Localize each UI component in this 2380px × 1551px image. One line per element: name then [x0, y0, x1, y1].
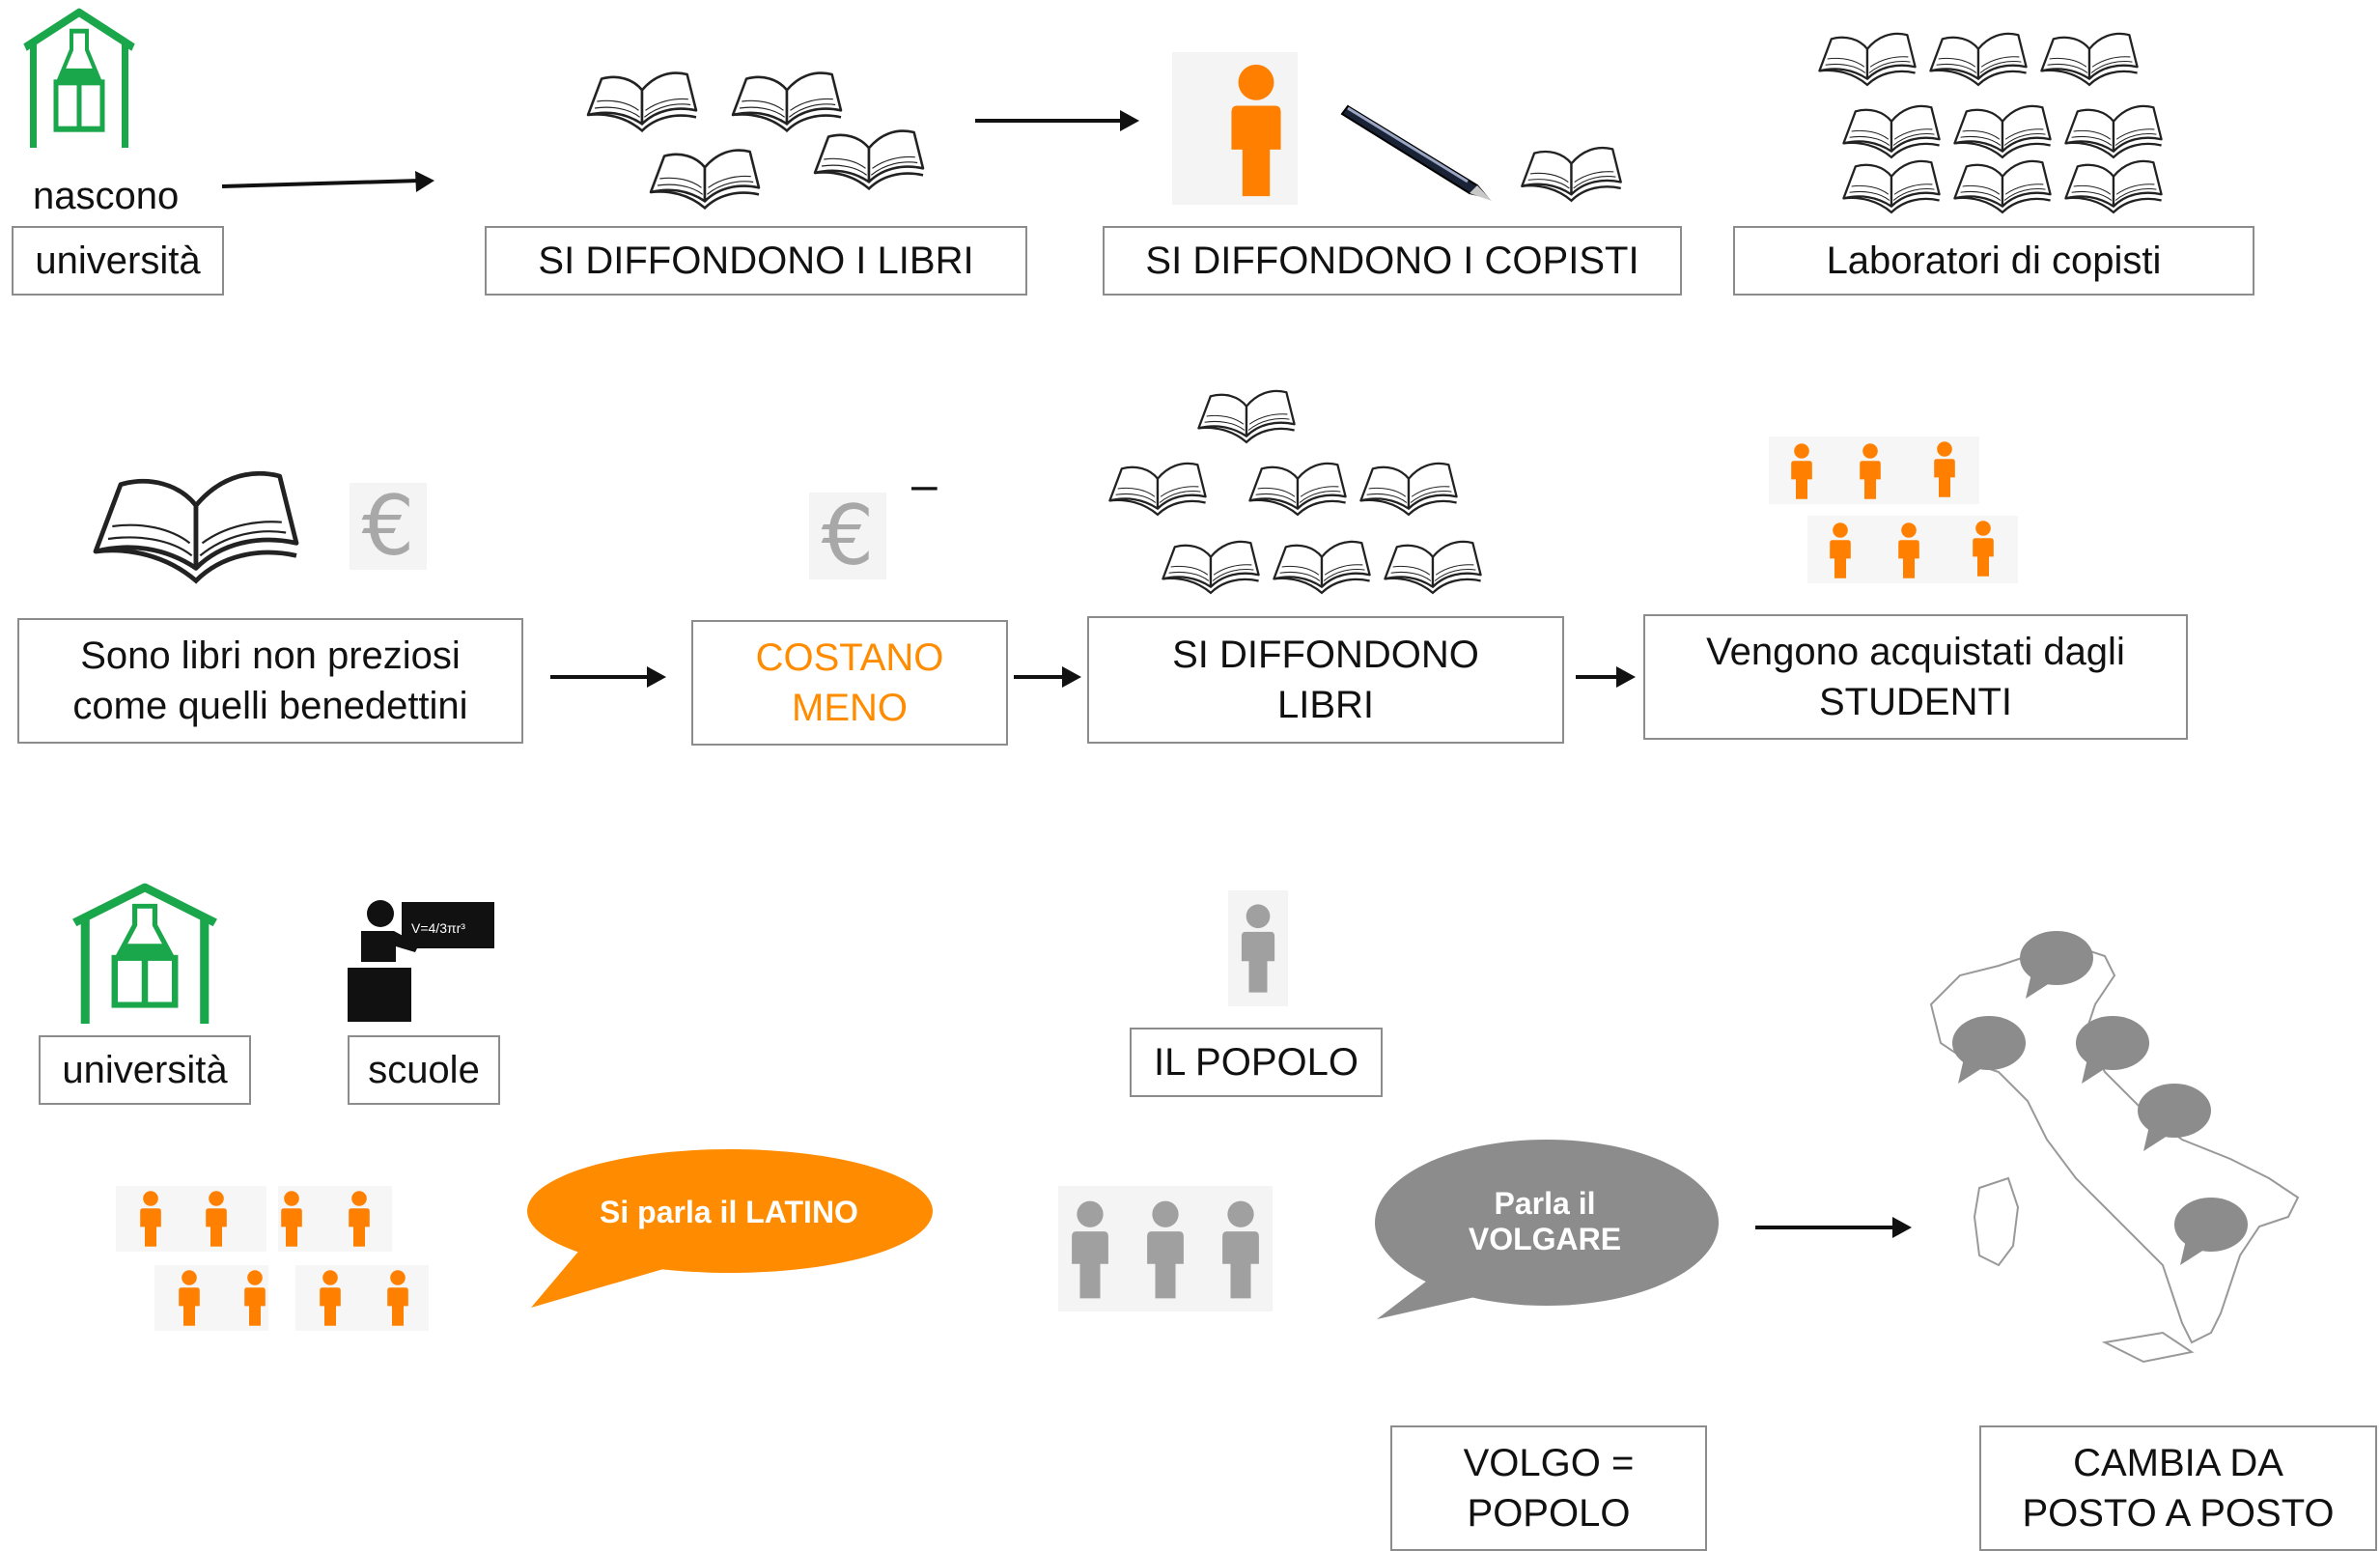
book-icon [1921, 29, 2035, 89]
speech-bubble-icon [527, 1149, 933, 1308]
meno-line: MENO [792, 687, 908, 729]
universita-box-2: università [39, 1035, 251, 1105]
universita-box: università [12, 226, 224, 296]
person-icon [1228, 62, 1284, 199]
book-icon [75, 464, 317, 589]
person-icon [1933, 440, 1956, 498]
book-icon [1810, 29, 1924, 89]
costano-meno-box: COSTANO MENO [691, 620, 1008, 746]
copisti-box: SI DIFFONDONO I COPISTI [1103, 226, 1682, 296]
latino-prefix: Si parla il [600, 1194, 746, 1229]
speech-bubble-icon [2138, 1084, 2211, 1151]
cambia-box: CAMBIA DA POSTO A POSTO [1979, 1425, 2377, 1551]
book-icon [1265, 537, 1379, 597]
person-icon [1790, 442, 1813, 500]
person-icon [386, 1269, 409, 1327]
book-icon [2057, 156, 2170, 216]
non-preziosi-box: Sono libri non preziosi come quelli bene… [17, 618, 523, 744]
person-icon [1220, 1198, 1261, 1302]
person-icon [205, 1190, 228, 1248]
book-icon [1154, 537, 1268, 597]
book-icon [1190, 386, 1303, 446]
latino-bubble-text: Si parla il LATINO [541, 1172, 917, 1252]
laboratori-box: Laboratori di copisti [1733, 226, 2254, 296]
speech-bubble-icon [2020, 931, 2093, 999]
popolo-line: POPOLO [1467, 1492, 1631, 1535]
speech-bubble-icon [2174, 1198, 2248, 1265]
arrow-icon [1576, 666, 1636, 688]
person-icon [1859, 442, 1882, 500]
volgare-line2: VOLGARE [1468, 1222, 1622, 1256]
volgare-line1: Parla il [1494, 1186, 1596, 1221]
volgare-bubble-text: Parla il VOLGARE [1400, 1159, 1690, 1284]
diffondono-libri-box: SI DIFFONDONO LIBRI [1087, 616, 1564, 744]
speech-bubble-icon [2076, 1016, 2149, 1084]
book-icon [1946, 101, 2059, 161]
latino-bold: LATINO [745, 1194, 858, 1229]
acquistati-box: Vengono acquistati dagli STUDENTI [1643, 614, 2188, 740]
person-icon [319, 1269, 342, 1327]
diffondono-line: SI DIFFONDONO [1172, 634, 1479, 676]
arrow-icon [550, 666, 666, 688]
person-icon [243, 1269, 266, 1327]
italy-map-icon [1929, 935, 2300, 1364]
euro-icon: € [350, 483, 427, 570]
popolo-box: IL POPOLO [1130, 1028, 1383, 1097]
book-icon [642, 145, 768, 212]
book-icon [1834, 101, 1948, 161]
book-icon [1834, 156, 1948, 216]
person-icon [1829, 522, 1852, 579]
arrow-icon [1014, 666, 1081, 688]
book-icon [2032, 29, 2146, 89]
arrow-icon [975, 110, 1139, 131]
person-icon [348, 1190, 371, 1248]
minus-sign: – [911, 460, 938, 511]
book-icon [1352, 459, 1466, 519]
posto-line: POSTO A POSTO [2022, 1492, 2335, 1535]
nascono-label: nascono [33, 175, 180, 217]
speech-bubble-icon [1952, 1016, 2026, 1084]
person-icon [1240, 900, 1276, 997]
book-icon [2057, 101, 2170, 161]
book-icon [1376, 537, 1490, 597]
scuole-box: scuole [348, 1035, 500, 1105]
blackboard-formula: V=4/3πr³ [411, 920, 465, 936]
studenti-line: STUDENTI [1819, 681, 2012, 723]
pen-icon [1340, 104, 1492, 201]
book-icon [1101, 459, 1215, 519]
speech-bubble-icon [1375, 1140, 1719, 1319]
euro-icon: € [809, 493, 886, 579]
libri-line: LIBRI [1276, 684, 1375, 726]
person-icon [1972, 520, 1995, 578]
book-icon [1241, 459, 1355, 519]
person-icon [178, 1269, 201, 1327]
person-icon [1070, 1198, 1110, 1302]
person-icon [280, 1190, 303, 1248]
person-icon [1897, 522, 1920, 579]
cambia-line: CAMBIA DA [2073, 1442, 2283, 1484]
person-icon [1145, 1198, 1186, 1302]
university-icon [21, 8, 137, 148]
teacher-icon: V=4/3πr³ [348, 900, 494, 1022]
person-icon [139, 1190, 162, 1248]
arrow-icon [221, 171, 434, 192]
book-icon [806, 126, 932, 193]
volgo-popolo-box: VOLGO = POPOLO [1390, 1425, 1707, 1551]
acquistati-line: Vengono acquistati dagli [1706, 631, 2125, 673]
costano-line: COSTANO [755, 636, 944, 679]
university-icon [70, 883, 220, 1024]
book-icon [579, 68, 705, 135]
arrow-icon [1755, 1217, 1912, 1238]
book-icon [1516, 143, 1627, 205]
volgo-line: VOLGO = [1463, 1442, 1635, 1484]
libri-box: SI DIFFONDONO I LIBRI [485, 226, 1027, 296]
book-icon [1946, 156, 2059, 216]
